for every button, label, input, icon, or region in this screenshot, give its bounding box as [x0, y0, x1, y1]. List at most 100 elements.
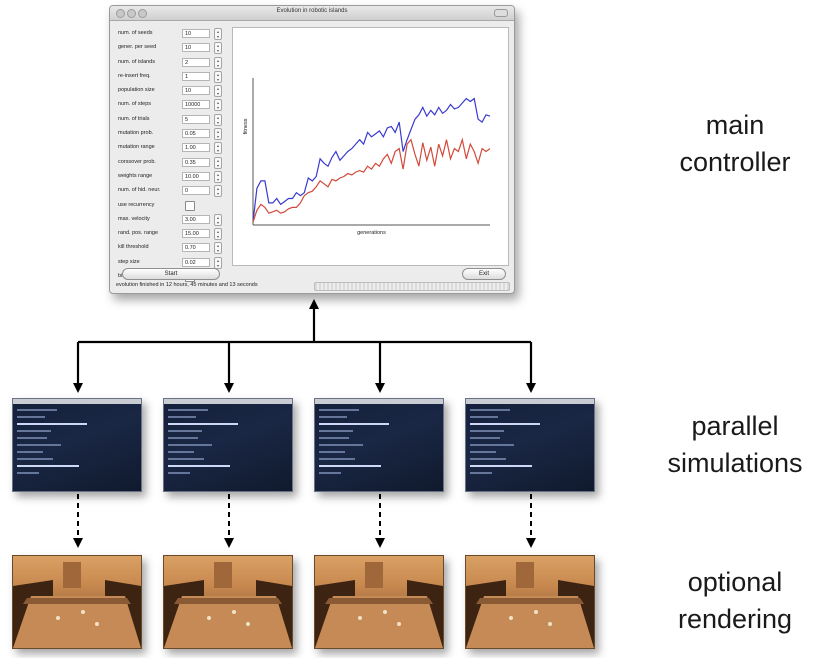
param-value-field[interactable]: 15.00	[182, 229, 210, 239]
rendering-view-2	[163, 555, 293, 649]
exit-button[interactable]: Exit	[462, 268, 506, 280]
param-label: mutation prob.	[118, 130, 154, 137]
simulation-terminal-1	[12, 398, 142, 492]
x-axis-label: generations	[357, 230, 386, 236]
param-label: max. velocity	[118, 215, 150, 222]
param-row: rand. pos. range 15.00 ▴▾	[116, 228, 228, 242]
param-value-field[interactable]: 0.02	[182, 257, 210, 267]
window-title: Evolution in robotic islands	[276, 8, 348, 14]
param-row: num. of trials 5 ▴▾	[116, 113, 228, 128]
param-row: re-insert freq. 1 ▴▾	[116, 70, 228, 85]
param-row: use recurrency	[116, 200, 228, 214]
param-stepper[interactable]: ▴▾	[214, 99, 222, 112]
param-label: corssover prob.	[118, 158, 156, 165]
close-window-icon[interactable]	[116, 9, 125, 18]
param-value-field[interactable]: 5	[182, 114, 210, 124]
param-stepper[interactable]: ▴▾	[214, 156, 222, 169]
param-row: num. of steps 10000 ▴▾	[116, 99, 228, 113]
param-label: num. of seeds	[118, 30, 153, 36]
param-value-field[interactable]: 2	[182, 57, 210, 67]
minimize-window-icon[interactable]	[127, 9, 136, 18]
rendering-view-1	[12, 555, 142, 649]
param-label: use recurrency	[118, 201, 155, 208]
toolbar-toggle-icon[interactable]	[494, 9, 508, 17]
simulation-terminal-2	[163, 398, 293, 492]
param-stepper[interactable]: ▴▾	[214, 113, 222, 126]
fitness-chart: generations fitness	[243, 78, 491, 236]
param-row: kill threshold 0.70 ▴▾	[116, 242, 228, 256]
fitness-plot-panel: generations fitness	[232, 27, 509, 266]
param-label: kill threshold	[118, 244, 149, 251]
label-line: controller	[679, 147, 791, 177]
param-label: re-insert freq.	[118, 72, 151, 79]
param-stepper[interactable]: ▴▾	[214, 70, 222, 83]
rendering-view-3	[314, 555, 444, 649]
param-stepper[interactable]: ▴▾	[214, 213, 222, 226]
label-line: rendering	[677, 604, 793, 634]
main-controller-label: main controller	[640, 107, 830, 181]
param-label: weights range	[118, 172, 153, 179]
param-value-field[interactable]: 1	[182, 71, 210, 81]
param-value-field[interactable]: 10.00	[182, 171, 210, 181]
param-label: num. of islands	[118, 58, 155, 65]
param-stepper[interactable]: ▴▾	[214, 185, 222, 198]
param-value-field[interactable]: 0.05	[182, 129, 210, 139]
main-controller-window: Evolution in robotic islands num. of see…	[109, 5, 515, 294]
param-label: mutation range	[118, 144, 155, 151]
simulation-terminal-3	[314, 398, 444, 492]
param-row: weights range 10.00 ▴▾	[116, 170, 228, 185]
param-value-field[interactable]: 10	[182, 43, 210, 53]
zoom-window-icon[interactable]	[138, 9, 147, 18]
param-value-field[interactable]: 1.00	[182, 143, 210, 153]
param-value-field[interactable]: 10000	[182, 100, 210, 110]
param-stepper[interactable]: ▴▾	[214, 170, 222, 183]
series-line-1	[252, 97, 491, 223]
param-label: num. of steps	[118, 101, 152, 108]
param-stepper[interactable]: ▴▾	[214, 228, 222, 241]
param-row: num. of islands 2 ▴▾	[116, 56, 228, 71]
simulation-terminal-4	[465, 398, 595, 492]
param-stepper[interactable]: ▴▾	[214, 28, 222, 40]
param-row: step size 0.02 ▴▾	[116, 256, 228, 271]
param-label: step size	[118, 258, 140, 265]
label-line: parallel	[691, 411, 779, 441]
param-row: mutation prob. 0.05 ▴▾	[116, 128, 228, 142]
param-label: num. of hid. neur.	[118, 187, 161, 194]
param-label: gener. per seed	[118, 44, 157, 51]
series-line-2	[252, 137, 491, 223]
param-row: max. velocity 3.00 ▴▾	[116, 213, 228, 228]
param-stepper[interactable]: ▴▾	[214, 142, 222, 155]
start-button[interactable]: Start	[122, 268, 220, 280]
param-stepper[interactable]: ▴▾	[214, 242, 222, 255]
param-row: num. of hid. neur. 0 ▴▾	[116, 185, 228, 199]
param-row: mutation range 1.00 ▴▾	[116, 142, 228, 156]
param-row: num. of seeds 10 ▴▾	[116, 28, 228, 42]
parallel-simulations-label: parallel simulations	[640, 408, 830, 482]
param-value-field[interactable]: 0.35	[182, 157, 210, 167]
param-value-field[interactable]: 0.70	[182, 243, 210, 253]
param-row: gener. per seed 10 ▴▾	[116, 42, 228, 56]
param-stepper[interactable]: ▴▾	[214, 128, 222, 141]
param-stepper[interactable]: ▴▾	[214, 256, 222, 269]
param-stepper[interactable]: ▴▾	[214, 42, 222, 55]
param-label: num. of trials	[118, 115, 150, 122]
param-stepper[interactable]: ▴▾	[214, 85, 222, 98]
param-checkbox[interactable]	[185, 200, 195, 211]
progress-bar	[314, 282, 510, 291]
status-text: evolution finished in 12 hours, 45 minut…	[116, 282, 258, 288]
label-line: main	[705, 110, 765, 140]
param-value-field[interactable]: 10	[182, 86, 210, 96]
y-axis-label: fitness	[243, 118, 249, 134]
optional-rendering-label: optional rendering	[640, 564, 830, 638]
param-value-field[interactable]: 0	[182, 186, 210, 196]
param-stepper[interactable]: ▴▾	[214, 56, 222, 69]
param-value-field[interactable]: 3.00	[182, 214, 210, 224]
label-line: simulations	[667, 448, 803, 478]
param-row: corssover prob. 0.35 ▴▾	[116, 156, 228, 171]
param-label: population size	[118, 87, 155, 94]
param-label: rand. pos. range	[118, 230, 159, 237]
param-value-field[interactable]: 10	[182, 29, 210, 38]
rendering-view-4	[465, 555, 595, 649]
